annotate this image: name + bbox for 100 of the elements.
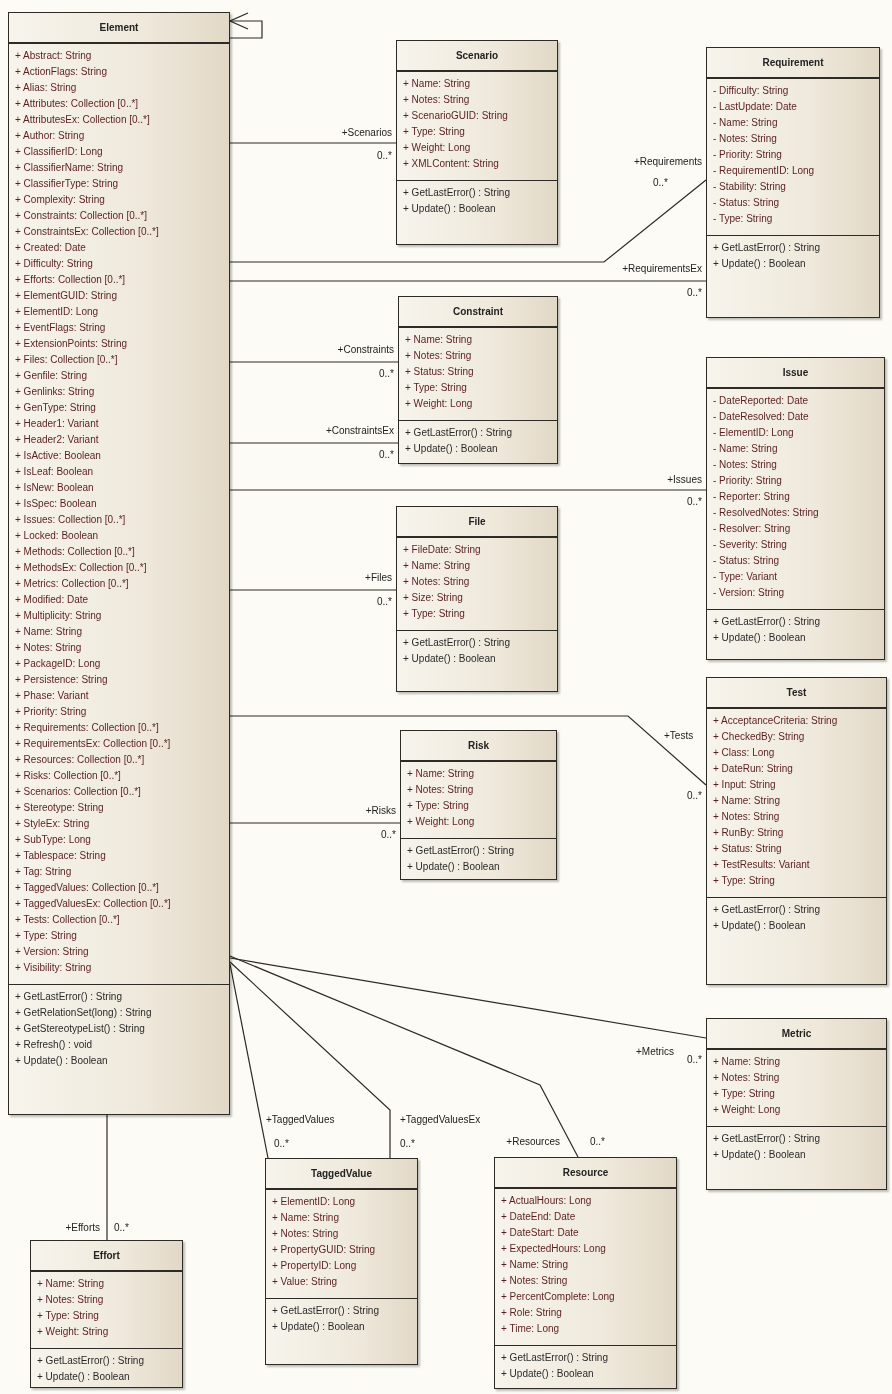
operation-text: + Update() : Boolean [713, 1148, 807, 1162]
class-name: Resource [495, 1158, 676, 1188]
class-name: Effort [31, 1241, 182, 1271]
attribute-text: + XMLContent: String [403, 157, 500, 171]
operation-text: + GetLastError() : String [403, 186, 511, 200]
operation-text: + Update() : Boolean [713, 631, 807, 645]
multiplicity-label: 0..* [687, 496, 702, 508]
attribute-text: + ConstraintsEx: Collection [0..*] [15, 225, 160, 239]
attribute-text: + Weight: Long [403, 141, 472, 155]
class-box [8, 12, 230, 1115]
role-label: +Requirements [633, 156, 702, 168]
attribute-text: + TaggedValues: Collection [0..*] [15, 881, 160, 895]
attribute-text: + ClassifierID: Long [15, 145, 104, 159]
attribute-text: + Complexity: String [15, 193, 106, 207]
association-line [229, 142, 397, 144]
operation-text: + Refresh() : void [15, 1038, 93, 1052]
attribute-text: + Type: String [403, 125, 466, 139]
attribute-text: + Notes: String [272, 1227, 340, 1241]
attribute-text: + Created: Date [15, 241, 87, 255]
attribute-text: + Size: String [403, 591, 464, 605]
attribute-text: - Stability: String [713, 180, 787, 194]
multiplicity-label: 0..* [687, 287, 702, 299]
association-line [229, 961, 391, 1159]
attribute-text: + EventFlags: String [15, 321, 107, 335]
multiplicity-label: 0..* [687, 790, 702, 802]
attribute-text: + ElementGUID: String [15, 289, 118, 303]
attribute-text: + Resources: Collection [0..*] [15, 753, 146, 767]
attribute-text: + Version: String [15, 945, 90, 959]
class-box [706, 1018, 887, 1190]
attribute-text: - Difficulty: String [713, 84, 790, 98]
attribute-text: - ElementID: Long [713, 426, 795, 440]
attribute-text: - Notes: String [713, 458, 778, 472]
operation-text: + GetLastError() : String [272, 1304, 380, 1318]
attribute-text: + Role: String [501, 1306, 563, 1320]
attribute-text: + Name: String [403, 559, 471, 573]
attribute-text: + Notes: String [15, 641, 83, 655]
attribute-text: - Reporter: String [713, 490, 791, 504]
multiplicity-label: 0..* [400, 1138, 415, 1150]
attribute-text: + RunBy: String [713, 826, 785, 840]
attribute-text: + Alias: String [15, 81, 78, 95]
attribute-text: + Locked: Boolean [15, 529, 100, 543]
attribute-text: + ClassifierName: String [15, 161, 125, 175]
association-line [229, 589, 397, 591]
role-label: +Constraints [337, 344, 394, 356]
attribute-text: + SubType: Long [15, 833, 92, 847]
role-label: +TaggedValuesEx [400, 1114, 481, 1126]
attribute-text: + Input: String [713, 778, 777, 792]
role-label: +Tests [664, 730, 694, 742]
attribute-text: - Name: String [713, 442, 779, 456]
class-box [265, 1158, 418, 1365]
attribute-text: - DateReported: Date [713, 394, 810, 408]
multiplicity-label: 0..* [381, 829, 396, 841]
attribute-text: + Name: String [501, 1258, 569, 1272]
attribute-text: + Name: String [405, 333, 473, 347]
class-name: Test [707, 678, 886, 708]
association-line [229, 963, 269, 1159]
attribute-text: + Name: String [15, 625, 83, 639]
class-name: Constraint [399, 297, 557, 327]
attribute-text: + Name: String [713, 1055, 781, 1069]
attribute-text: + Phase: Variant [15, 689, 90, 703]
class-box [396, 40, 558, 245]
attribute-text: + Persistence: String [15, 673, 109, 687]
attribute-text: + IsActive: Boolean [15, 449, 102, 463]
attribute-text: + Modified: Date [15, 593, 90, 607]
association-line [229, 715, 707, 786]
operation-text: + GetLastError() : String [405, 426, 513, 440]
attribute-text: + Type: String [37, 1309, 100, 1323]
operation-text: + GetLastError() : String [407, 844, 515, 858]
class-name: Metric [707, 1019, 886, 1049]
attribute-text: + TaggedValuesEx: Collection [0..*] [15, 897, 172, 911]
operation-text: + GetLastError() : String [37, 1354, 145, 1368]
attribute-text: - Name: String [713, 116, 779, 130]
attribute-text: + Type: String [407, 799, 470, 813]
attribute-text: + Notes: String [407, 783, 475, 797]
attribute-text: + Name: String [403, 77, 471, 91]
attribute-text: + Type: String [403, 607, 466, 621]
multiplicity-label: 0..* [687, 1054, 702, 1066]
multiplicity-label: 0..* [377, 596, 392, 608]
class-box [706, 47, 880, 318]
attribute-text: + ElementID: Long [272, 1195, 357, 1209]
attribute-text: + Notes: String [405, 349, 473, 363]
attribute-text: + Multiplicity: String [15, 609, 103, 623]
attribute-text: + Notes: String [713, 1071, 781, 1085]
attribute-text: + Weight: Long [407, 815, 476, 829]
class-box [396, 506, 558, 692]
attribute-text: - Type: String [713, 212, 774, 226]
attribute-text: + Header1: Variant [15, 417, 100, 431]
attribute-text: + Constraints: Collection [0..*] [15, 209, 148, 223]
attribute-text: + Genlinks: String [15, 385, 96, 399]
attribute-text: + IsNew: Boolean [15, 481, 95, 495]
operation-text: + Update() : Boolean [501, 1367, 595, 1381]
attribute-text: + Type: String [713, 1087, 776, 1101]
attribute-text: + Weight: Long [713, 1103, 782, 1117]
operation-text: + Update() : Boolean [407, 860, 501, 874]
class-name: Element [9, 13, 229, 43]
multiplicity-label: 0..* [114, 1222, 129, 1234]
multiplicity-label: 0..* [377, 150, 392, 162]
class-box [400, 730, 557, 880]
association-line [229, 280, 707, 282]
attribute-text: + Issues: Collection [0..*] [15, 513, 127, 527]
